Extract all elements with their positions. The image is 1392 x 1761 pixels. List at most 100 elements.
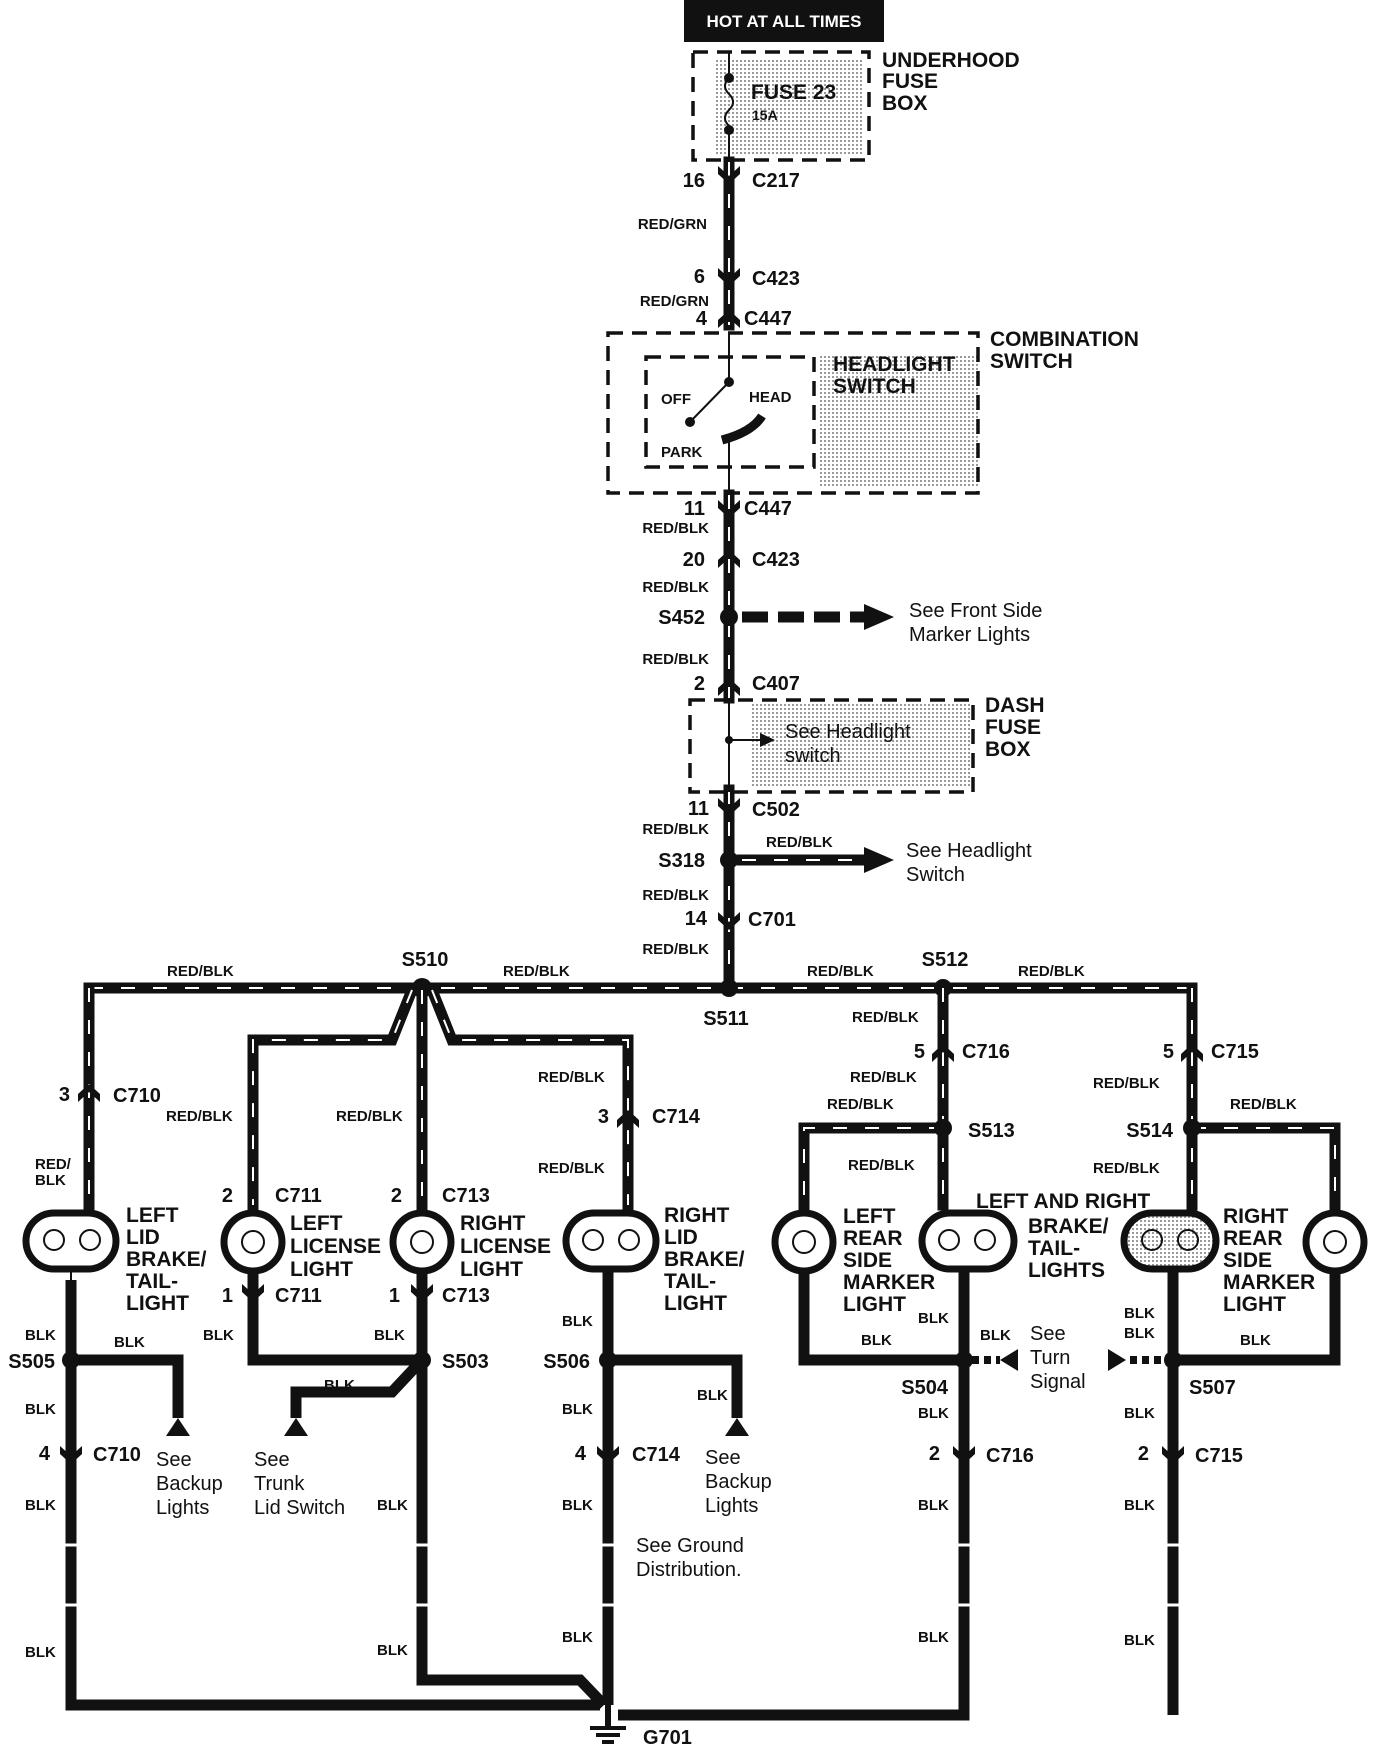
arrow-turn-left — [1000, 1349, 1018, 1371]
headlight-switch-label-1: HEADLIGHT — [833, 353, 956, 376]
c714-bot-name: C714 — [632, 1444, 681, 1466]
wire-red-blk-b10: RED/BLK — [1230, 1096, 1297, 1113]
svg-text:BLK: BLK — [562, 1313, 593, 1330]
left-rear-side-bulb — [771, 1209, 837, 1275]
c711-bot-pin: 1 — [222, 1285, 233, 1307]
wire-red-grn-1: RED/GRN — [638, 216, 707, 233]
note-backup-left: See Backup Lights — [156, 1449, 223, 1519]
note-front-side-2: Marker Lights — [909, 624, 1030, 646]
svg-text:REAR: REAR — [1223, 1227, 1283, 1250]
c716-top-pin: 5 — [914, 1041, 925, 1063]
left-license-label: LEFT LICENSE LIGHT — [290, 1212, 381, 1281]
c716-bot-pin: 2 — [929, 1443, 940, 1465]
wire-red-blk-b6: RED/BLK — [850, 1069, 917, 1086]
wire-red-blk-b8: RED/BLK — [848, 1157, 915, 1174]
splice-s507 — [1164, 1351, 1182, 1369]
wire-red-blk-b11: RED/BLK — [1093, 1160, 1160, 1177]
svg-text:LEFT: LEFT — [126, 1204, 179, 1227]
left-lid-bulb — [22, 1209, 120, 1280]
svg-text:Lights: Lights — [705, 1495, 758, 1517]
wire-red-blk-b7: RED/BLK — [827, 1096, 894, 1113]
headlight-switch-label-2: SWITCH — [833, 375, 916, 398]
svg-text:Distribution.: Distribution. — [636, 1559, 742, 1581]
svg-text:See: See — [156, 1449, 192, 1471]
switch-contact-arc — [720, 413, 766, 445]
svg-text:LIGHT: LIGHT — [1223, 1293, 1286, 1316]
branch-connector-marks — [78, 1044, 1203, 1128]
underhood-label-2: FUSE — [882, 70, 938, 93]
wire-red-blk-bus-2: RED/BLK — [503, 963, 570, 980]
c714-bot-pin: 4 — [575, 1443, 587, 1465]
arrow-backup-left — [166, 1418, 190, 1436]
svg-text:BLK: BLK — [203, 1327, 234, 1344]
c713-bot-pin: 1 — [389, 1285, 400, 1307]
svg-text:TAIL-: TAIL- — [664, 1270, 716, 1293]
c710-bot-name: C710 — [93, 1444, 141, 1466]
c716-top-name: C716 — [962, 1041, 1010, 1063]
dash-fuse-label-3: BOX — [985, 738, 1031, 761]
s511-label: S511 — [703, 1008, 749, 1030]
s513-label: S513 — [968, 1120, 1015, 1142]
svg-text:BRAKE/: BRAKE/ — [1028, 1215, 1109, 1238]
svg-text:BLK: BLK — [25, 1327, 56, 1344]
note-headlight-sw-1: See Headlight — [906, 840, 1032, 862]
svg-text:BLK: BLK — [918, 1497, 949, 1514]
wire-red-blk-b5: RED/BLK — [852, 1009, 919, 1026]
blk-labels: BLK BLK BLK BLK BLK BLK BLK BLK BLK BLK … — [25, 1305, 1271, 1661]
svg-text:BLK: BLK — [1124, 1405, 1155, 1422]
svg-text:LID: LID — [126, 1226, 160, 1249]
wire-red-blk-3: RED/BLK — [642, 651, 709, 668]
svg-text:LIGHT: LIGHT — [290, 1258, 353, 1281]
c714-top-pin: 3 — [598, 1106, 609, 1128]
switch-pos-park: PARK — [661, 444, 703, 461]
combination-label-1: COMBINATION — [990, 328, 1139, 351]
svg-text:MARKER: MARKER — [843, 1271, 935, 1294]
svg-text:LEFT: LEFT — [290, 1212, 343, 1235]
right-lid-label: RIGHT LID BRAKE/ TAIL- LIGHT — [664, 1204, 745, 1315]
wire-red-blk-b3: RED/BLK — [538, 1069, 605, 1086]
brake-tail-label: LEFT AND RIGHT BRAKE/ TAIL- LIGHTS — [976, 1190, 1150, 1282]
svg-text:BLK: BLK — [1124, 1325, 1155, 1342]
svg-text:BLK: BLK — [377, 1497, 408, 1514]
wire-red-blk-4: RED/BLK — [642, 821, 709, 838]
c715-top-pin: 5 — [1163, 1041, 1174, 1063]
c423-bot-pin: 20 — [683, 549, 705, 571]
note-ground-dist: See Ground Distribution. — [636, 1535, 744, 1581]
note-trunk: See Trunk Lid Switch — [254, 1449, 345, 1519]
svg-text:SIDE: SIDE — [1223, 1249, 1272, 1272]
svg-text:TAIL-: TAIL- — [126, 1270, 178, 1293]
s506-label: S506 — [543, 1351, 590, 1373]
wire-red-blk-b1: RED/BLK — [166, 1108, 233, 1125]
splice-s514 — [1183, 1119, 1201, 1137]
svg-text:BLK: BLK — [562, 1401, 593, 1418]
svg-text:LIGHT: LIGHT — [843, 1293, 906, 1316]
ground-g701-icon — [590, 1705, 626, 1744]
svg-text:BLK: BLK — [562, 1497, 593, 1514]
left-brake-tail-bulb — [918, 1209, 1018, 1273]
s452-label: S452 — [658, 607, 705, 629]
s505-label: S505 — [8, 1351, 55, 1373]
wire-red-grn-2: RED/GRN — [640, 293, 709, 310]
ground-label: G701 — [643, 1727, 692, 1749]
wire-red-blk-2: RED/BLK — [642, 579, 709, 596]
svg-text:Backup: Backup — [156, 1473, 223, 1495]
c447-bot-pin: 11 — [684, 498, 705, 520]
wire-red-blk-b4: RED/BLK — [538, 1160, 605, 1177]
right-rear-side-bulb — [1302, 1209, 1368, 1275]
left-rear-side-label: LEFT REAR SIDE MARKER LIGHT — [843, 1205, 935, 1316]
splice-s503 — [413, 1351, 431, 1369]
wire-red-blk-1: RED/BLK — [642, 520, 709, 537]
right-license-bulb — [389, 1209, 455, 1275]
svg-text:LIGHT: LIGHT — [460, 1258, 523, 1281]
svg-text:Trunk: Trunk — [254, 1473, 305, 1495]
wire-red-blk-5: RED/BLK — [766, 834, 833, 851]
bottom-connector-marks — [60, 1284, 1184, 1464]
svg-text:RIGHT: RIGHT — [664, 1204, 730, 1227]
dash-fuse-label-2: FUSE — [985, 716, 1041, 739]
s510-label: S510 — [402, 949, 449, 971]
svg-text:BLK: BLK — [377, 1642, 408, 1659]
s503-label: S503 — [442, 1351, 489, 1373]
c502-name: C502 — [752, 799, 800, 821]
c447-bot-name: C447 — [744, 498, 792, 520]
